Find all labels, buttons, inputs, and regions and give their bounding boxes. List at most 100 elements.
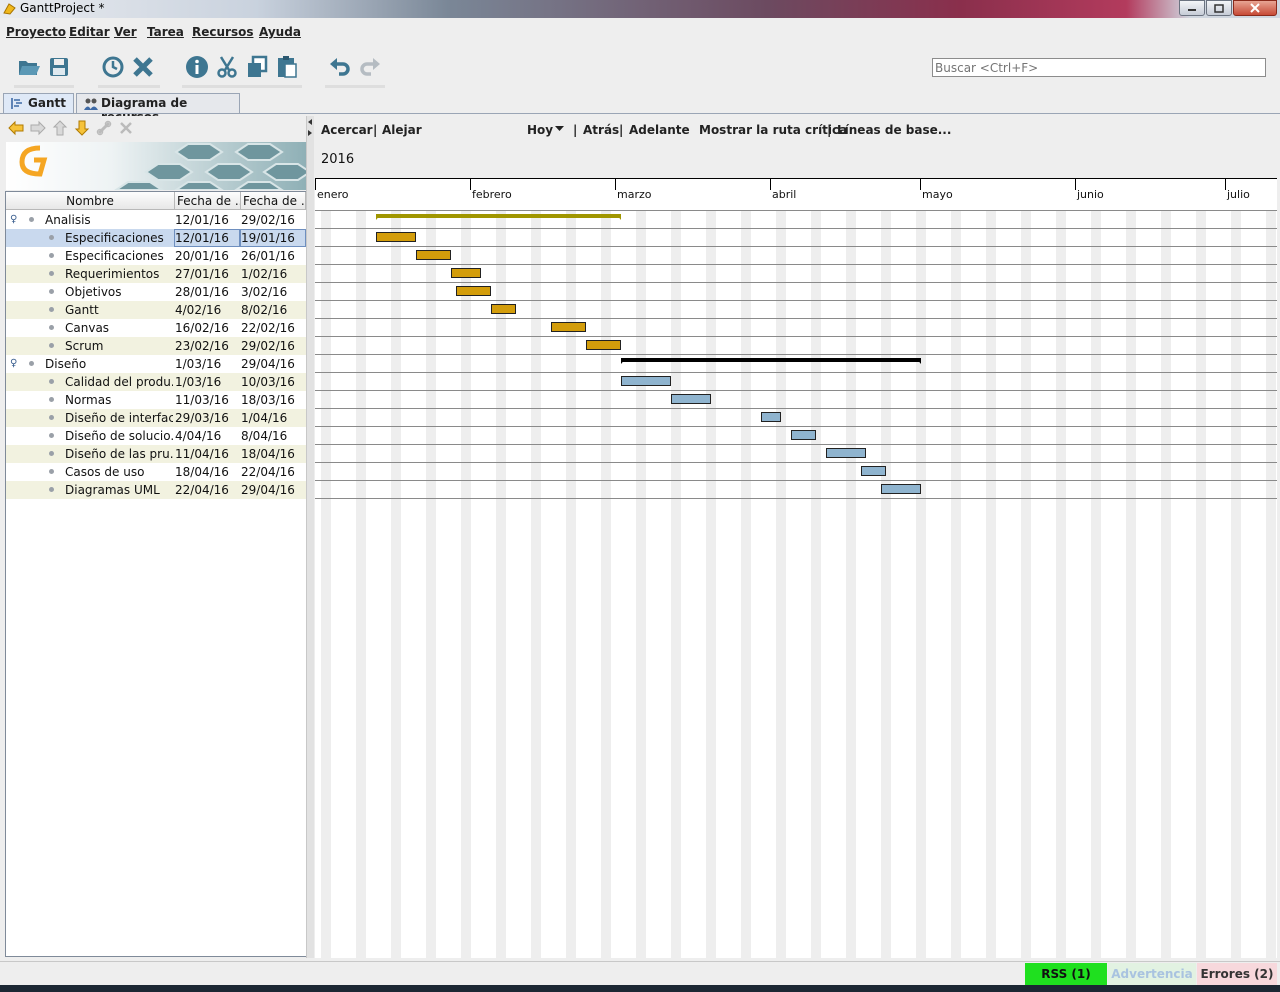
task-start-cell[interactable]: 12/01/16 (175, 213, 229, 227)
task-row[interactable]: Casos de uso 18/04/16 22/04/16 (6, 463, 306, 481)
task-end-cell[interactable]: 8/04/16 (241, 429, 288, 443)
task-name-cell[interactable]: Especificaciones (65, 249, 164, 263)
column-header-end[interactable]: Fecha de ... (241, 192, 306, 210)
task-name-cell[interactable]: Diseño de solucio... (65, 429, 173, 443)
task-end-cell[interactable]: 29/04/16 (241, 483, 295, 497)
redo-button[interactable] (357, 54, 383, 80)
panel-splitter[interactable] (306, 116, 314, 958)
task-name-cell[interactable]: Scrum (65, 339, 104, 353)
task-name-cell[interactable]: Casos de uso (65, 465, 145, 479)
task-end-cell[interactable]: 29/02/16 (241, 213, 295, 227)
undo-button[interactable] (327, 54, 353, 80)
copy-button[interactable] (244, 54, 270, 80)
task-end-cell[interactable]: 3/02/16 (241, 285, 288, 299)
task-row[interactable]: Especificaciones 20/01/16 26/01/16 (6, 247, 306, 265)
expand-collapse-icon[interactable]: ♀ (10, 214, 18, 225)
task-name-cell[interactable]: Diseño (45, 357, 87, 371)
task-start-cell[interactable]: 20/01/16 (175, 249, 229, 263)
maximize-button[interactable] (1206, 0, 1232, 16)
task-row[interactable]: Diseño de interfac...29/03/16 1/04/16 (6, 409, 306, 427)
task-end-cell[interactable]: 19/01/16 (241, 231, 295, 245)
task-end-cell[interactable]: 10/03/16 (241, 375, 295, 389)
column-header-name[interactable]: Nombre (6, 192, 175, 210)
task-start-cell[interactable]: 1/03/16 (175, 375, 222, 389)
task-row[interactable]: Diseño de las pru...11/04/16 18/04/16 (6, 445, 306, 463)
task-name-cell[interactable]: Diseño de las pru... (65, 447, 173, 461)
task-end-cell[interactable]: 22/02/16 (241, 321, 295, 335)
task-name-cell[interactable]: Diseño de interfac... (65, 411, 173, 425)
menu-editar[interactable]: Editar (69, 25, 110, 39)
expand-collapse-icon[interactable]: ♀ (10, 358, 18, 369)
task-row[interactable]: Gantt 4/02/16 8/02/16 (6, 301, 306, 319)
task-start-cell[interactable]: 23/02/16 (175, 339, 229, 353)
task-end-cell[interactable]: 26/01/16 (241, 249, 295, 263)
search-input[interactable] (932, 58, 1266, 77)
task-name-cell[interactable]: Normas (65, 393, 112, 407)
task-row[interactable]: Calidad del produ...1/03/16 10/03/16 (6, 373, 306, 391)
cut-button[interactable] (214, 54, 240, 80)
minimize-button[interactable] (1179, 0, 1205, 16)
task-name-cell[interactable]: Calidad del produ... (65, 375, 173, 389)
task-end-cell[interactable]: 29/02/16 (241, 339, 295, 353)
errors-status-button[interactable]: Errores (2) (1197, 963, 1277, 985)
menu-recursos[interactable]: Recursos (192, 25, 254, 39)
task-end-cell[interactable]: 22/04/16 (241, 465, 295, 479)
warning-status-button[interactable]: Advertencia (1108, 963, 1196, 985)
task-end-cell[interactable]: 29/04/16 (241, 357, 295, 371)
task-end-cell[interactable]: 8/02/16 (241, 303, 288, 317)
task-start-cell[interactable]: 11/04/16 (175, 447, 229, 461)
column-header-start[interactable]: Fecha de ... (175, 192, 241, 210)
open-project-button[interactable] (16, 54, 42, 80)
unlink-tasks-button[interactable] (118, 120, 134, 136)
zoom-in-link[interactable]: Acercar (321, 123, 373, 137)
delete-button[interactable] (130, 54, 156, 80)
back-link[interactable]: Atrás (583, 123, 620, 137)
task-end-cell[interactable]: 1/04/16 (241, 411, 288, 425)
gantt-grid[interactable] (315, 210, 1277, 958)
task-start-cell[interactable]: 18/04/16 (175, 465, 229, 479)
task-name-cell[interactable]: Objetivos (65, 285, 122, 299)
task-name-cell[interactable]: Requerimientos (65, 267, 160, 281)
task-row[interactable]: ♀ Analisis 12/01/16 29/02/16 (6, 211, 306, 229)
task-name-cell[interactable]: Diagramas UML (65, 483, 160, 497)
task-start-cell[interactable]: 4/04/16 (175, 429, 222, 443)
tab-gantt[interactable]: Gantt (3, 93, 74, 114)
move-up-button[interactable] (52, 120, 68, 136)
task-row[interactable]: Scrum 23/02/16 29/02/16 (6, 337, 306, 355)
indent-button[interactable] (30, 120, 46, 136)
close-window-button[interactable] (1233, 0, 1277, 16)
tab-resources[interactable]: Diagrama de recursos (76, 93, 240, 124)
paste-button[interactable] (274, 54, 300, 80)
task-end-cell[interactable]: 18/03/16 (241, 393, 295, 407)
unindent-button[interactable] (8, 120, 24, 136)
save-project-button[interactable] (46, 54, 72, 80)
move-down-button[interactable] (74, 120, 90, 136)
task-start-cell[interactable]: 28/01/16 (175, 285, 229, 299)
menu-tarea[interactable]: Tarea (147, 25, 184, 39)
menu-ver[interactable]: Ver (114, 25, 137, 39)
task-end-cell[interactable]: 1/02/16 (241, 267, 288, 281)
task-start-cell[interactable]: 29/03/16 (175, 411, 229, 425)
task-start-cell[interactable]: 27/01/16 (175, 267, 229, 281)
task-start-cell[interactable]: 16/02/16 (175, 321, 229, 335)
task-name-cell[interactable]: Gantt (65, 303, 99, 317)
task-properties-button[interactable] (184, 54, 210, 80)
task-name-cell[interactable]: Especificaciones (65, 231, 164, 245)
baselines-link[interactable]: Líneas de base... (837, 123, 952, 137)
task-start-cell[interactable]: 22/04/16 (175, 483, 229, 497)
today-dropdown[interactable]: Hoy (527, 123, 554, 137)
zoom-out-link[interactable]: Alejar (382, 123, 422, 137)
task-row[interactable]: Requerimientos 27/01/16 1/02/16 (6, 265, 306, 283)
forward-link[interactable]: Adelante (629, 123, 690, 137)
link-tasks-button[interactable] (96, 120, 112, 136)
task-start-cell[interactable]: 4/02/16 (175, 303, 222, 317)
task-row[interactable]: Objetivos 28/01/16 3/02/16 (6, 283, 306, 301)
menu-ayuda[interactable]: Ayuda (259, 25, 301, 39)
task-name-cell[interactable]: Analisis (45, 213, 91, 227)
task-end-cell[interactable]: 18/04/16 (241, 447, 295, 461)
rss-status-button[interactable]: RSS (1) (1025, 963, 1107, 985)
